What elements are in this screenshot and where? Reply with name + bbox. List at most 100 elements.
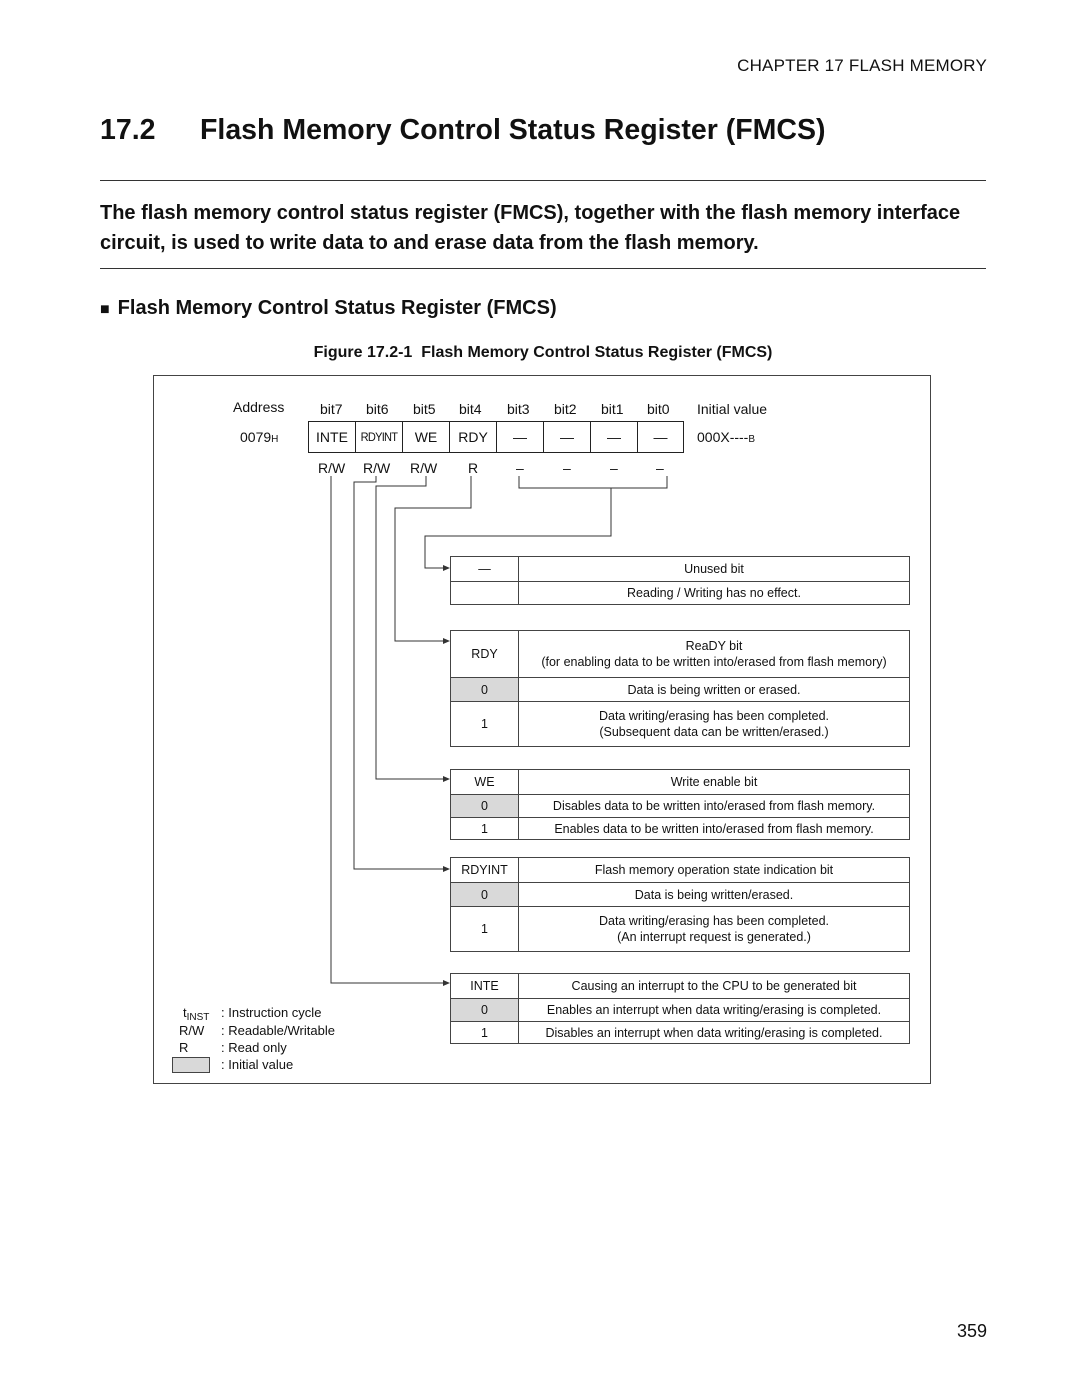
access-bit6: R/W bbox=[363, 460, 391, 476]
rdyint-desc-0: Data is being written/erased. bbox=[634, 887, 794, 902]
section-title-text: Flash Memory Control Status Register (FM… bbox=[200, 114, 826, 146]
legend-rw-symbol: R/W bbox=[179, 1023, 205, 1038]
inte-value-0: 0 bbox=[451, 999, 519, 1021]
rdyint-desc-1b: (An interrupt request is generated.) bbox=[617, 930, 811, 944]
legend-r-symbol: R bbox=[179, 1040, 189, 1055]
rdy-desc-1: Data writing/erasing has been completed. bbox=[599, 709, 829, 723]
rdy-subtitle: (for enabling data to be written into/er… bbox=[541, 655, 887, 669]
table-row: 1 Disables an interrupt when data writin… bbox=[451, 1021, 909, 1043]
rdy-value-1: 1 bbox=[451, 702, 519, 746]
reg-cell-we: WE bbox=[402, 421, 449, 452]
reg-cell-bit3: — bbox=[496, 421, 543, 452]
reg-cell-rdyint: RDYINT bbox=[355, 421, 402, 452]
table-row: WE Write enable bit bbox=[451, 770, 909, 794]
unused-symbol: — bbox=[451, 557, 519, 581]
table-row: RDY ReaDY bit (for enabling data to be w… bbox=[451, 631, 909, 677]
unused-bracket bbox=[518, 476, 668, 489]
table-row: 0 Disables data to be written into/erase… bbox=[451, 794, 909, 817]
arrow-rdy bbox=[443, 638, 450, 644]
legend-tinst-t: t bbox=[183, 1005, 187, 1020]
access-bit1: – bbox=[610, 460, 618, 476]
rdyint-name: RDYINT bbox=[451, 858, 519, 882]
reg-cell-bit2: — bbox=[543, 421, 590, 452]
bit4-label: bit4 bbox=[459, 401, 482, 417]
table-we: WE Write enable bit 0 Disables data to b… bbox=[450, 769, 910, 840]
initial-value-suffix: B bbox=[748, 434, 756, 445]
table-row: Reading / Writing has no effect. bbox=[451, 581, 909, 604]
initial-value: 000X----B bbox=[697, 429, 755, 445]
access-bit0: – bbox=[656, 460, 664, 476]
rdy-name: RDY bbox=[451, 631, 519, 677]
we-desc-0: Disables data to be written into/erased … bbox=[552, 799, 876, 813]
table-inte: INTE Causing an interrupt to the CPU to … bbox=[450, 973, 910, 1044]
rdyint-desc-1: Data writing/erasing has been completed. bbox=[599, 914, 829, 928]
inte-name: INTE bbox=[451, 974, 519, 998]
rdy-desc-0: Data is being written or erased. bbox=[627, 682, 801, 697]
rdyint-value-0: 0 bbox=[451, 883, 519, 906]
summary-text: The flash memory control status register… bbox=[100, 202, 961, 254]
inte-title: Causing an interrupt to the CPU to be ge… bbox=[571, 979, 857, 993]
table-row: 0 Data is being written/erased. bbox=[451, 882, 909, 906]
table-rdyint: RDYINT Flash memory operation state indi… bbox=[450, 857, 910, 952]
table-row: 1 Data writing/erasing has been complete… bbox=[451, 906, 909, 951]
access-bit7: R/W bbox=[318, 460, 346, 476]
rdy-value-0: 0 bbox=[451, 678, 519, 701]
rdyint-connector bbox=[353, 476, 446, 870]
initial-value-bits: 000X---- bbox=[697, 429, 749, 445]
legend-r-desc: : Read only bbox=[221, 1040, 287, 1055]
arrow-inte bbox=[443, 980, 450, 986]
subheading: ■ Flash Memory Control Status Register (F… bbox=[100, 297, 557, 320]
bit7-label: bit7 bbox=[320, 401, 343, 417]
rdyint-value-1: 1 bbox=[451, 907, 519, 951]
table-row: 0 Enables an interrupt when data writing… bbox=[451, 998, 909, 1021]
legend-tinst-symbol: tINST bbox=[183, 1005, 209, 1023]
access-bit2: – bbox=[563, 460, 571, 476]
subheading-text: Flash Memory Control Status Register (FM… bbox=[117, 297, 557, 319]
unused-title: Unused bit bbox=[684, 562, 744, 576]
divider-summary bbox=[100, 268, 986, 269]
reg-cell-inte: INTE bbox=[316, 428, 348, 445]
unused-desc: Reading / Writing has no effect. bbox=[627, 586, 801, 600]
access-bit3: – bbox=[516, 460, 524, 476]
address-value: 0079H bbox=[240, 429, 278, 445]
table-row: RDYINT Flash memory operation state indi… bbox=[451, 858, 909, 882]
reg-cell-rdy: RDY bbox=[449, 421, 496, 452]
unused-connector bbox=[424, 488, 612, 569]
arrow-we bbox=[443, 776, 450, 782]
address-number: 0079 bbox=[240, 429, 272, 445]
bit0-label: bit0 bbox=[647, 401, 670, 417]
bit1-label: bit1 bbox=[601, 401, 624, 417]
arrow-unused bbox=[443, 565, 450, 571]
address-suffix: H bbox=[271, 434, 279, 445]
table-unused: — Unused bit Reading / Writing has no ef… bbox=[450, 556, 910, 605]
access-bit5: R/W bbox=[410, 460, 438, 476]
figure-number: Figure 17.2-1 bbox=[313, 344, 413, 361]
legend-initial-swatch bbox=[172, 1057, 210, 1073]
inte-connector bbox=[330, 476, 446, 984]
figure-frame bbox=[153, 375, 931, 1084]
reg-cell-bit0: — bbox=[637, 421, 683, 452]
we-name: WE bbox=[451, 770, 519, 794]
table-row: INTE Causing an interrupt to the CPU to … bbox=[451, 974, 909, 998]
rdy-desc-1b: (Subsequent data can be written/erased.) bbox=[599, 725, 829, 739]
initial-value-label: Initial value bbox=[697, 401, 768, 417]
rdyint-title: Flash memory operation state indication … bbox=[594, 863, 834, 877]
legend-initial-desc: : Initial value bbox=[221, 1057, 294, 1072]
we-desc-1: Enables data to be written into/erased f… bbox=[554, 821, 874, 836]
reg-cell-rdyint-text: RDYINT bbox=[360, 429, 398, 444]
rdy-connector bbox=[394, 476, 472, 642]
table-row: 0 Data is being written or erased. bbox=[451, 677, 909, 701]
table-row: — Unused bit bbox=[451, 557, 909, 581]
figure-caption: Figure 17.2-1 Flash Memory Control Statu… bbox=[100, 344, 986, 362]
legend-tinst-desc: : Instruction cycle bbox=[221, 1005, 322, 1020]
bit2-label: bit2 bbox=[554, 401, 577, 417]
arrow-rdyint bbox=[443, 866, 450, 872]
figure-title: Flash Memory Control Status Register (FM… bbox=[421, 344, 773, 361]
access-bit4: R bbox=[468, 460, 479, 476]
we-title: Write enable bit bbox=[670, 775, 758, 789]
square-bullet-icon: ■ bbox=[100, 301, 110, 318]
we-connector bbox=[375, 476, 446, 780]
chapter-header: CHAPTER 17 FLASH MEMORY bbox=[737, 56, 987, 75]
